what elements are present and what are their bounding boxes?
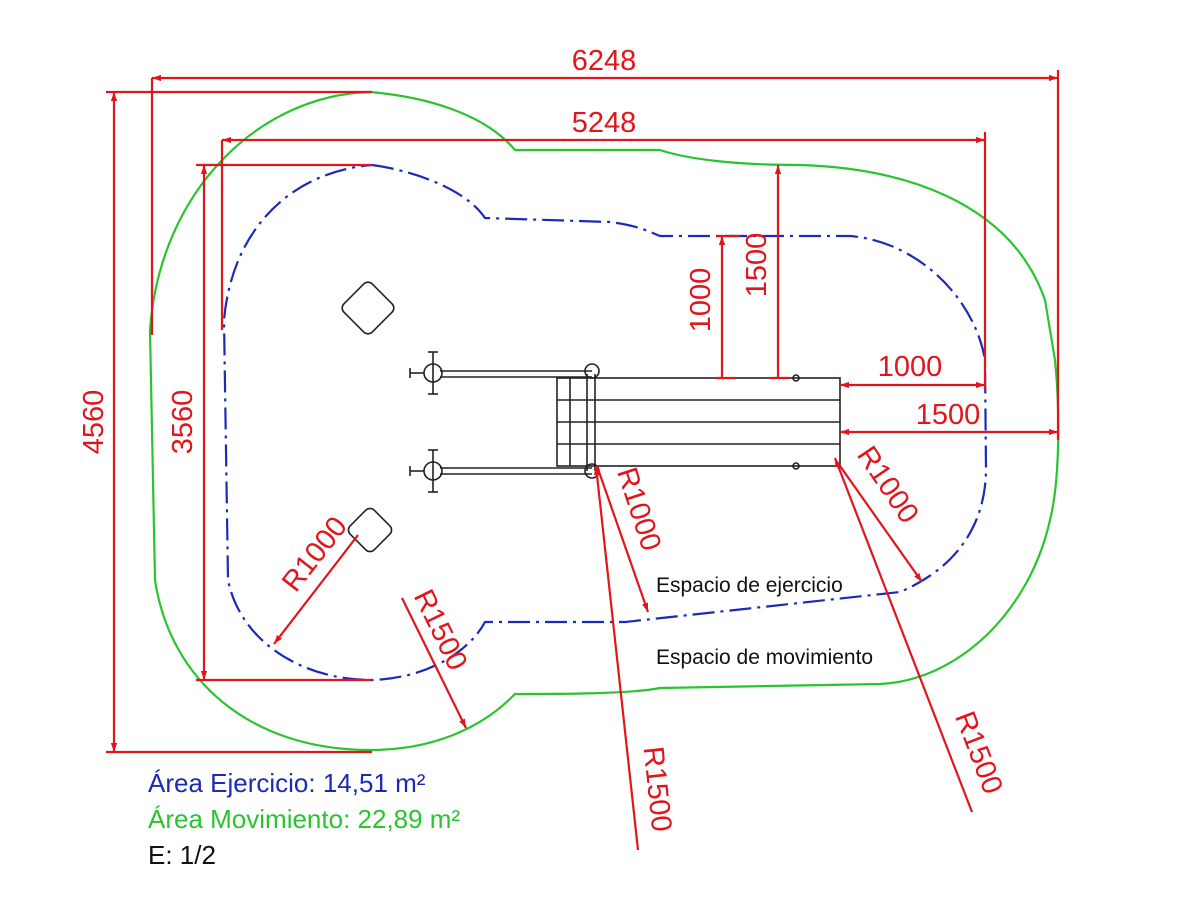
legend: Área Ejercicio: 14,51 m² Área Movimiento… (148, 768, 460, 870)
radius-right-movement: R1500 (948, 707, 1009, 798)
dim-clearance-top-outer: 1500 (741, 233, 773, 298)
label-exercise-space: Espacio de ejercicio (656, 574, 843, 597)
dim-clearance-right-inner: 1000 (878, 351, 943, 383)
dim-overall-height: 4560 (78, 390, 110, 455)
handle-top (409, 351, 443, 395)
radius-right-exercise: R1000 (850, 441, 924, 530)
handle-bottom (409, 449, 443, 493)
dim-clearance-right-outer: 1500 (916, 399, 981, 431)
diamond-marker-bottom (347, 507, 393, 553)
dim-inner-width: 5248 (572, 107, 637, 139)
exercise-equipment (341, 281, 841, 553)
legend-scale: E: 1/2 (148, 840, 216, 870)
radius-center-movement: R1500 (637, 745, 678, 833)
exercise-area-outline (222, 163, 988, 682)
dim-inner-height: 3560 (167, 390, 199, 455)
label-movement-space: Espacio de movimiento (656, 646, 873, 669)
diamond-marker-top (341, 281, 395, 335)
dimension-lines (106, 70, 1060, 851)
movement-area-outline (148, 90, 1060, 752)
legend-movement-area: Área Movimiento: 22,89 m² (148, 804, 460, 834)
dim-overall-width: 6248 (572, 45, 637, 77)
radius-center-exercise: R1000 (610, 464, 667, 555)
dim-clearance-top-inner: 1000 (685, 268, 717, 333)
legend-exercise-area: Área Ejercicio: 14,51 m² (148, 768, 426, 798)
